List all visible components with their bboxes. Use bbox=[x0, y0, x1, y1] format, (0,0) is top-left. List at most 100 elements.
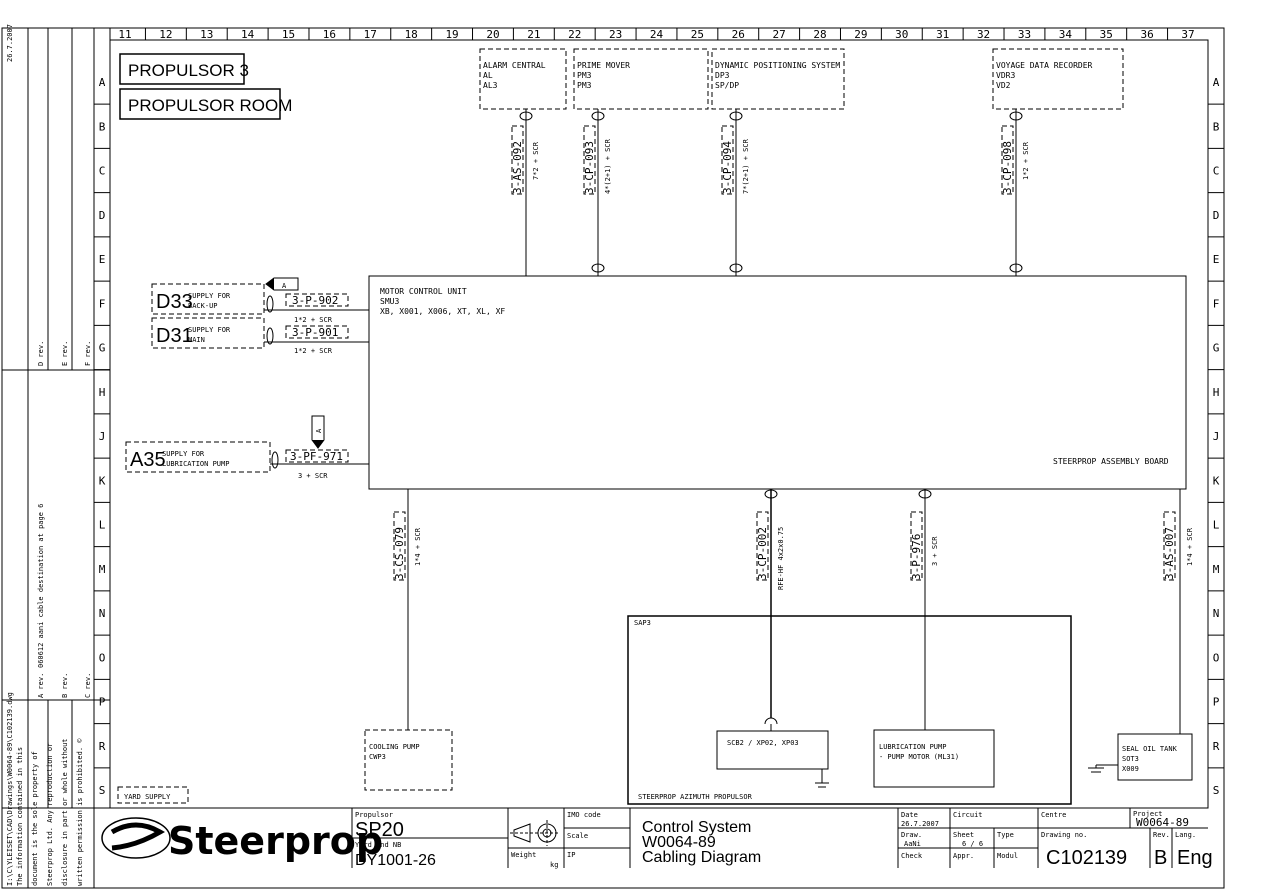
svg-text:3-PF-971: 3-PF-971 bbox=[290, 450, 343, 463]
column-marker: 31 bbox=[936, 28, 949, 41]
steerprop-logo: Steerprop bbox=[101, 817, 383, 863]
notice-line-1: The information contained in this bbox=[16, 747, 24, 886]
rev-a-text: 060612 aani cable destination at page 6 bbox=[37, 504, 45, 668]
column-marker: 17 bbox=[364, 28, 377, 41]
column-marker: 22 bbox=[568, 28, 581, 41]
column-marker: 33 bbox=[1018, 28, 1031, 41]
svg-text:AL3: AL3 bbox=[483, 81, 498, 90]
row-marker: F bbox=[1213, 297, 1220, 310]
svg-text:kg: kg bbox=[550, 861, 558, 869]
svg-text:Modul: Modul bbox=[997, 852, 1018, 860]
svg-text:1*4 + SCR: 1*4 + SCR bbox=[414, 527, 422, 566]
svg-text:X009: X009 bbox=[1122, 765, 1139, 773]
column-marker: 20 bbox=[486, 28, 499, 41]
svg-text:3-P-976: 3-P-976 bbox=[910, 534, 923, 580]
svg-text:SUPPLY FOR: SUPPLY FOR bbox=[188, 292, 231, 300]
svg-text:7*(2+1) + SCR: 7*(2+1) + SCR bbox=[742, 138, 750, 194]
svg-text:Appr.: Appr. bbox=[953, 852, 974, 860]
row-marker: H bbox=[1213, 386, 1220, 399]
svg-text:Project: Project bbox=[1133, 810, 1163, 818]
row-marker: R bbox=[99, 740, 106, 753]
yard-number: DY1001-26 bbox=[355, 852, 436, 869]
outer-frame bbox=[1, 27, 1225, 889]
column-marker: 37 bbox=[1181, 28, 1194, 41]
row-marker: A bbox=[1213, 76, 1220, 89]
svg-text:3-CS-079: 3-CS-079 bbox=[393, 527, 406, 580]
svg-text:Check: Check bbox=[901, 852, 923, 860]
row-marker: J bbox=[1213, 430, 1220, 443]
row-marker: O bbox=[1213, 651, 1220, 664]
row-marker: N bbox=[99, 607, 106, 620]
svg-text:SP/DP: SP/DP bbox=[715, 81, 739, 90]
assembly-board-label: STEERPROP ASSEMBLY BOARD bbox=[1053, 457, 1169, 466]
column-marker: 30 bbox=[895, 28, 908, 41]
row-marker: S bbox=[1213, 784, 1220, 797]
propulsor-heading-box bbox=[119, 53, 245, 85]
notice-line-3: Steerprop Ltd. Any reproduction or bbox=[46, 743, 54, 886]
column-marker: 29 bbox=[854, 28, 867, 41]
notice-line-4: disclosure in part or whole without bbox=[61, 738, 69, 886]
svg-text:SCB2 / XP02, XP03: SCB2 / XP02, XP03 bbox=[727, 739, 799, 747]
row-marker: G bbox=[99, 342, 106, 355]
svg-text:AL: AL bbox=[483, 71, 493, 80]
svg-text:Centre: Centre bbox=[1041, 811, 1066, 819]
row-marker: E bbox=[99, 253, 106, 266]
svg-text:STEERPROP AZIMUTH PROPULSOR: STEERPROP AZIMUTH PROPULSOR bbox=[638, 793, 753, 801]
svg-text:VOYAGE DATA RECORDER: VOYAGE DATA RECORDER bbox=[996, 61, 1093, 70]
azimuth-propulsor-sap3: SAP3 STEERPROP AZIMUTH PROPULSOR bbox=[627, 615, 1072, 805]
dynamic-positioning-unit: DYNAMIC POSITIONING SYSTEM DP3 SP/DP bbox=[711, 48, 845, 110]
column-marker: 14 bbox=[241, 28, 255, 41]
lubrication-pump-motor: LUBRICATION PUMP - PUMP MOTOR (ML31) bbox=[873, 729, 995, 788]
room-heading: PROPULSOR ROOM bbox=[128, 96, 292, 115]
prime-mover-unit: PRIME MOVER PM3 PM3 bbox=[573, 48, 709, 110]
cable-3-cp-002: 3-CP-002 RFE-HF 4x2x0.75 bbox=[756, 489, 785, 731]
rev-e-label: E rev. bbox=[61, 341, 69, 366]
svg-text:Drawing no.: Drawing no. bbox=[1041, 831, 1087, 839]
notice-line-5: written permission is prohibited. © bbox=[76, 738, 84, 886]
row-marker: K bbox=[99, 474, 106, 487]
row-marker: M bbox=[99, 563, 106, 576]
svg-text:A: A bbox=[315, 428, 323, 433]
svg-text:3-AS-092: 3-AS-092 bbox=[511, 141, 524, 194]
svg-text:VD2: VD2 bbox=[996, 81, 1011, 90]
side-panel: 26.7.2007 I:\C\YLEISET\CAD\Drawings\W006… bbox=[2, 24, 110, 888]
svg-text:XB, X001, X006, XT, XL, XF: XB, X001, X006, XT, XL, XF bbox=[380, 307, 505, 316]
svg-text:ALARM CENTRAL: ALARM CENTRAL bbox=[483, 61, 546, 70]
svg-text:1*4 + SCR: 1*4 + SCR bbox=[1186, 527, 1194, 566]
rev-d-label: D rev. bbox=[37, 341, 45, 366]
row-marker: K bbox=[1213, 474, 1220, 487]
row-marker: N bbox=[1213, 607, 1220, 620]
svg-text:PM3: PM3 bbox=[577, 81, 592, 90]
row-marker: A bbox=[99, 76, 106, 89]
svg-text:YARD SUPPLY: YARD SUPPLY bbox=[124, 793, 171, 801]
svg-text:RFE-HF 4x2x0.75: RFE-HF 4x2x0.75 bbox=[777, 527, 785, 590]
svg-text:3-CP-094: 3-CP-094 bbox=[721, 141, 734, 194]
column-marker: 28 bbox=[813, 28, 826, 41]
side-date: 26.7.2007 bbox=[6, 24, 14, 62]
language: Eng bbox=[1177, 847, 1213, 869]
svg-text:IMO code: IMO code bbox=[567, 811, 601, 819]
supply-a35: A35 SUPPLY FOR LUBRICATION PUMP bbox=[125, 441, 271, 473]
svg-text:26.7.2007: 26.7.2007 bbox=[901, 820, 939, 828]
row-marker: L bbox=[99, 519, 106, 532]
drawing-title-3: Cabling Diagram bbox=[642, 849, 761, 866]
drawing-title-2: W0064-89 bbox=[642, 834, 716, 851]
column-marker: 26 bbox=[732, 28, 745, 41]
svg-text:3-CP-093: 3-CP-093 bbox=[583, 141, 596, 194]
svg-text:SUPPLY FOR: SUPPLY FOR bbox=[188, 326, 231, 334]
side-file-path: I:\C\YLEISET\CAD\Drawings\W0064-89\C1021… bbox=[6, 692, 14, 886]
svg-text:A: A bbox=[282, 282, 287, 290]
column-marker: 27 bbox=[773, 28, 786, 41]
column-marker: 12 bbox=[159, 28, 172, 41]
cable-3-pf-971: 3-PF-971 3 + SCR bbox=[270, 449, 369, 480]
svg-text:1*2 + SCR: 1*2 + SCR bbox=[294, 316, 333, 324]
cable-3-cp-098: 3-CP-098 1*2 + SCR bbox=[1001, 109, 1030, 276]
svg-text:LUBRICATION PUMP: LUBRICATION PUMP bbox=[162, 460, 229, 468]
row-marker: B bbox=[99, 120, 106, 133]
row-marker: F bbox=[99, 297, 106, 310]
svg-text:PRIME MOVER: PRIME MOVER bbox=[577, 61, 630, 70]
supply-d31: D31 SUPPLY FOR MAIN bbox=[151, 317, 265, 349]
svg-text:3-CP-098: 3-CP-098 bbox=[1001, 141, 1014, 194]
